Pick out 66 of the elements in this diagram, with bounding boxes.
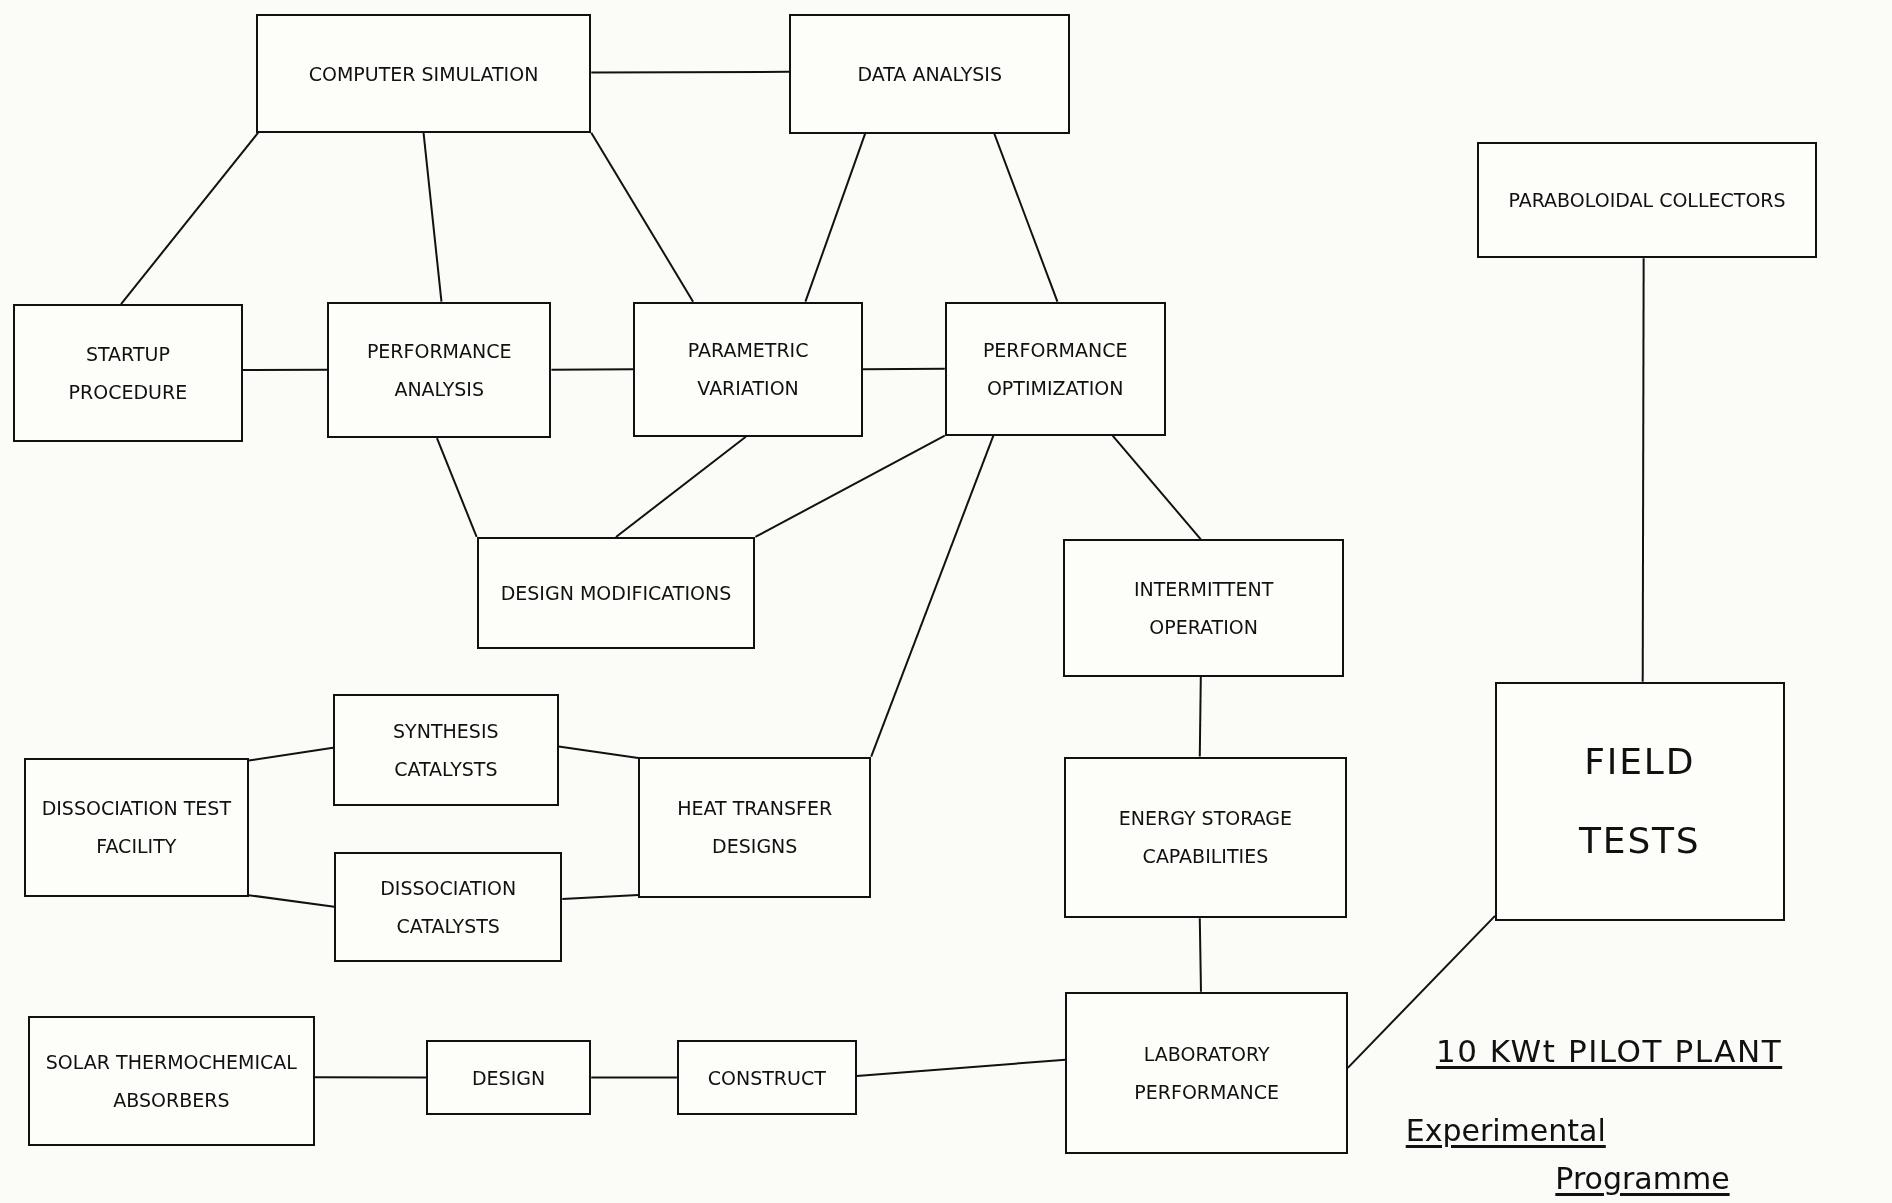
process-box [255,14,592,133]
connector-line [422,131,443,303]
process-box [425,1040,592,1115]
connector-line [313,1076,427,1079]
box-label: PERFORMANCE ANALYSIS [365,338,513,402]
connector-line [804,132,867,303]
box-label: DATA ANALYSIS [857,62,1002,88]
connector-line [1641,257,1645,683]
box-label: CONSTRUCT [707,1065,826,1091]
title-text: Programme [1555,1159,1730,1198]
connector-line [1198,917,1202,993]
box-label: FIELD TESTS [1578,740,1702,864]
process-box [1064,756,1347,919]
connector-line [247,746,335,762]
title-text: Experimental [1405,1111,1606,1150]
connector-line [1198,675,1202,758]
connector-line [247,894,336,908]
process-box [13,304,243,442]
connector-line [550,368,635,371]
box-label: DESIGN [471,1065,546,1091]
connector-line [435,437,478,538]
box-label: ENERGY STORAGE CAPABILITIES [1117,806,1294,870]
box-label: COMPUTER SIMULATION [308,61,539,87]
box-label: INTERMITTENT OPERATION [1132,577,1275,641]
box-label: STARTUP PROCEDURE [67,341,189,405]
connector-line [754,434,946,538]
process-box [638,756,872,898]
connector-line [1111,434,1202,541]
box-label: DESIGN MODIFICATIONS [500,581,732,607]
connector-line [241,368,328,372]
process-box [789,14,1071,134]
connector-line [861,367,946,371]
connector-line [590,1076,678,1079]
box-label: DISSOCIATION TEST FACILITY [40,796,233,860]
connector-line [120,131,260,306]
connector-line [590,70,791,74]
box-label: SOLAR THERMOCHEMICAL ABSORBERS [44,1050,298,1114]
connector-line [993,132,1059,303]
connector-line [561,893,640,901]
connector-line [615,435,747,538]
title-text: 10 KWt PILOT PLANT [1435,1032,1783,1072]
box-label: PERFORMANCE OPTIMIZATION [981,337,1129,401]
connector-line [1346,914,1496,1069]
process-box [327,301,552,438]
connector-line [855,1058,1067,1078]
process-box [944,301,1166,436]
process-box [676,1040,857,1115]
process-box [633,301,863,437]
box-label: HEAT TRANSFER DESIGNS [676,796,834,860]
process-box [1476,142,1818,259]
process-box [333,693,559,806]
process-box [1495,681,1785,921]
connector-line [870,434,995,758]
box-label: LABORATORY PERFORMANCE [1133,1041,1280,1105]
connector-line [590,131,695,303]
process-box [1065,991,1348,1154]
box-label: DISSOCIATION CATALYSTS [379,875,518,939]
process-box [24,757,249,897]
box-label: PARAMETRIC VARIATION [686,338,810,402]
process-box [27,1016,315,1147]
connector-line [557,745,640,759]
process-box [1063,539,1345,677]
box-label: PARABOLOIDAL COLLECTORS [1508,188,1786,214]
process-box [476,536,756,650]
process-box [334,851,563,962]
box-label: SYNTHESIS CATALYSTS [392,718,500,782]
